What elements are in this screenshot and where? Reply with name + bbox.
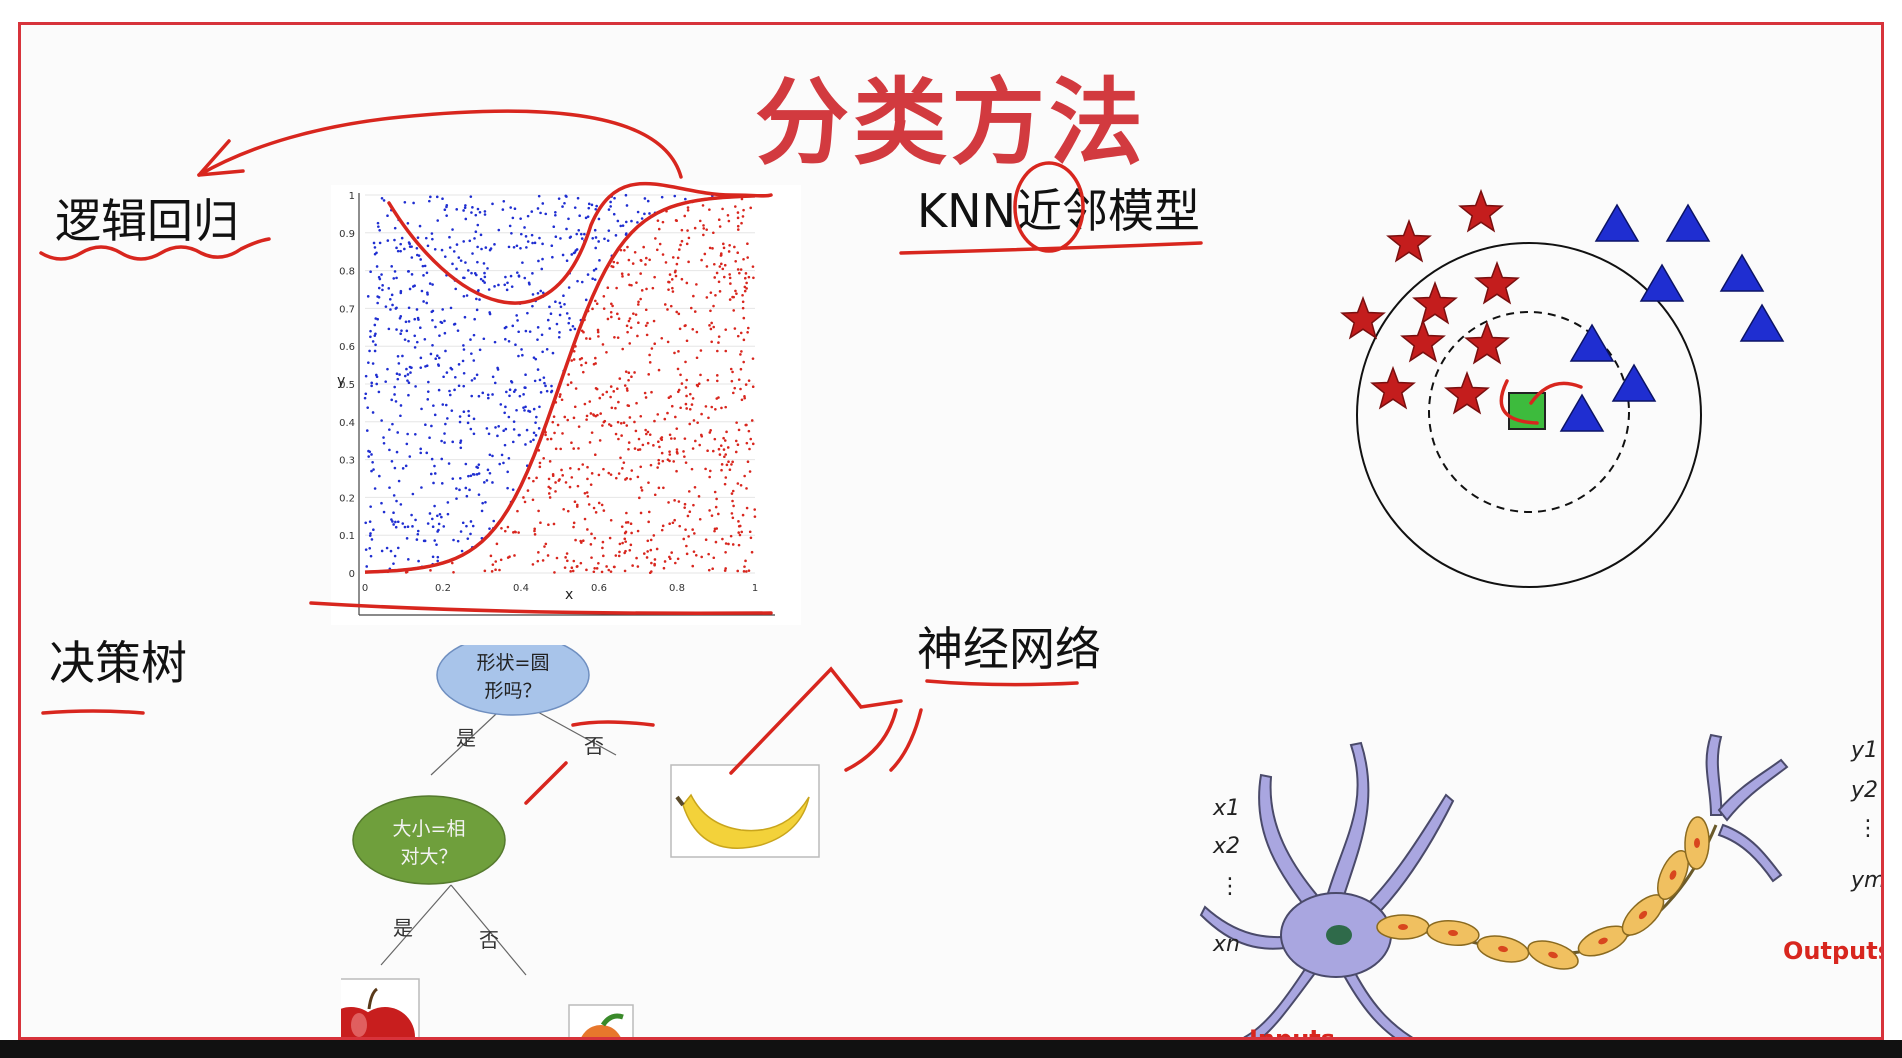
red-apple-image <box>341 978 420 1037</box>
triangle-marker <box>1611 363 1657 402</box>
output-ym: ym <box>1850 868 1884 893</box>
root-node <box>436 645 590 716</box>
child-node-line1: 大小=相 <box>393 818 466 840</box>
triangle-marker <box>1665 203 1711 242</box>
small-apple-image <box>568 1004 634 1037</box>
banana-image <box>670 764 820 858</box>
star-marker <box>1412 280 1458 325</box>
triangle-marker <box>1569 323 1615 362</box>
y-tick-label: 0.8 <box>339 267 355 278</box>
top-bar <box>0 0 1902 22</box>
star-marker <box>1464 320 1510 365</box>
section-logistic-regression: 逻辑回归 <box>55 194 239 248</box>
y-tick-label: 1 <box>349 191 355 202</box>
axon-terminals <box>1705 733 1789 883</box>
section-decision-tree: 决策树 <box>49 636 187 690</box>
output-y2: y2 <box>1850 778 1878 803</box>
star-marker <box>1370 365 1416 410</box>
input-dots: ⋮ <box>1219 874 1241 899</box>
slide-title: 分类方法 <box>754 69 1147 178</box>
output-y1: y1 <box>1850 738 1878 763</box>
edge-no-2: 否 <box>479 928 499 952</box>
edge-yes-1: 是 <box>456 726 476 750</box>
sigmoid-curve-red <box>364 194 756 574</box>
x-tick-label: 0 <box>362 583 368 594</box>
input-x2: x2 <box>1212 834 1240 859</box>
star-marker <box>1474 260 1520 305</box>
star-marker <box>1400 318 1446 363</box>
child-node-line2: 对大？ <box>400 846 457 868</box>
decision-tree-diagram: 形状=圆 形吗？ 大小=相 对大？ 是 否 是 否 <box>341 645 820 1037</box>
y-tick-label: 0.1 <box>339 531 355 542</box>
y-tick-label: 0.7 <box>339 304 355 315</box>
child-node <box>352 795 506 885</box>
edge-yes-2: 是 <box>393 916 413 940</box>
y-tick-label: 0.2 <box>339 493 355 504</box>
x-tick-label: 0.8 <box>669 583 685 594</box>
x-axis-label: x <box>565 587 573 603</box>
x-tick-label: 0.4 <box>513 583 529 594</box>
neuron-nucleus <box>1326 925 1352 945</box>
input-xn: xn <box>1212 932 1240 957</box>
triangle-marker <box>1559 393 1605 432</box>
ink-annotations <box>39 109 1583 805</box>
outputs-label: Outputs <box>1783 937 1884 965</box>
output-dots: ⋮ <box>1857 816 1879 841</box>
neuron-diagram: x1 x2 ⋮ xn y1 y2 ⋮ ym Inputs Outputs <box>1199 733 1884 1040</box>
x-tick-label: 1 <box>752 583 758 594</box>
section-neural-network: 神经网络 <box>917 622 1101 676</box>
slide-canvas: 分类方法 逻辑回归 KNN近邻模型 决策树 神经网络 0 0.1 0.2 0.3 0.4… <box>18 22 1884 1040</box>
knn-diagram <box>1340 188 1785 588</box>
star-marker <box>1340 295 1386 340</box>
root-node-line2: 形吗？ <box>484 680 541 702</box>
y-tick-label: 0.9 <box>339 229 355 240</box>
bottom-bar <box>0 1040 1902 1058</box>
y-axis-label: y <box>337 373 345 389</box>
star-marker <box>1458 188 1504 233</box>
y-tick-label: 0 <box>349 569 355 580</box>
root-node-line1: 形状=圆 <box>477 652 550 674</box>
edge-no-1: 否 <box>584 734 604 758</box>
y-tick-label: 0.5 <box>339 380 355 391</box>
x-tick-label: 0.6 <box>591 583 607 594</box>
star-marker <box>1444 370 1490 415</box>
y-tick-label: 0.6 <box>339 342 355 353</box>
triangle-marker <box>1594 203 1640 242</box>
logistic-regression-plot: 0 0.1 0.2 0.3 0.4 0.5 0.6 0.7 0.8 0.9 1 0 0.2 0.4 0.6… <box>331 185 801 625</box>
section-knn: KNN近邻模型 <box>917 184 1200 238</box>
x-tick-label: 0.2 <box>435 583 451 594</box>
triangle-marker <box>1739 303 1785 342</box>
triangle-marker <box>1719 253 1765 292</box>
input-x1: x1 <box>1212 796 1240 821</box>
y-tick-label: 0.4 <box>339 418 355 429</box>
inputs-label: Inputs <box>1249 1025 1335 1040</box>
star-marker <box>1386 218 1432 263</box>
y-tick-label: 0.3 <box>339 456 355 467</box>
triangle-marker <box>1639 263 1685 302</box>
